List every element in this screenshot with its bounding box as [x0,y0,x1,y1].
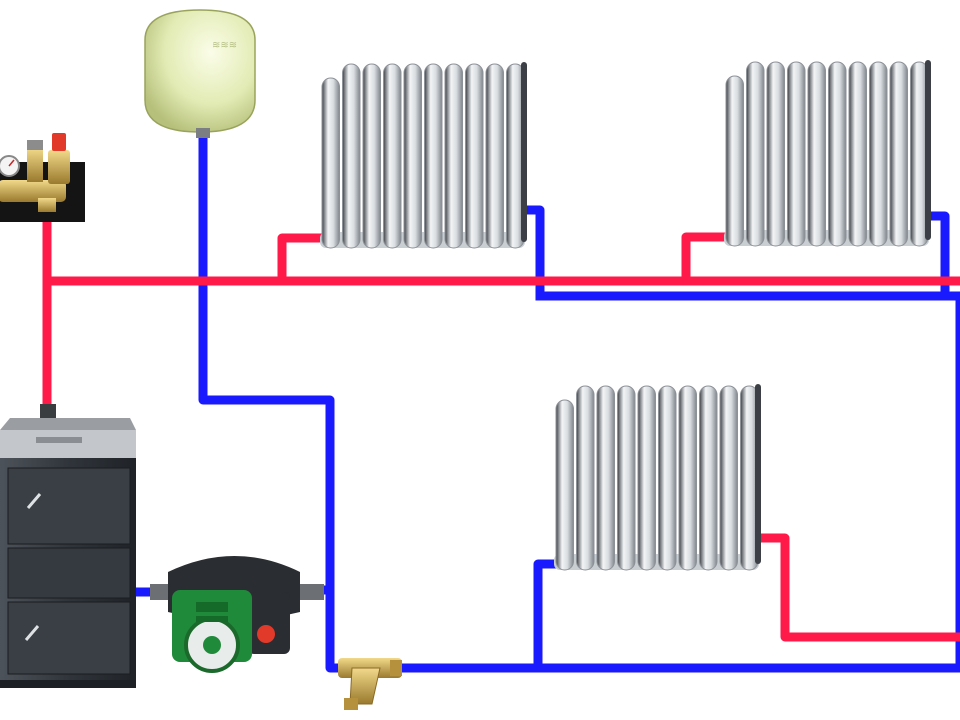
radiator-icon [321,77,340,249]
radiator-section [596,385,615,571]
pump-red-button [257,625,275,643]
radiator-end-cap [925,60,931,240]
return-pipe-radiator-2 [923,211,950,301]
radiator-section [342,63,361,249]
return-pipe-radiator-3 [533,559,563,673]
radiator-section [807,61,826,247]
radiator-3 [554,384,761,571]
radiator-section [828,61,847,247]
radiator-section [787,61,806,247]
strainer-filter [338,658,402,710]
return-pipe-tank-to-pump [198,125,335,595]
radiator-1 [320,62,527,249]
radiator-section [699,385,718,571]
pump-terminal-box [248,592,290,654]
radiator-section [869,61,888,247]
radiator-section [719,385,738,571]
filter-icon [349,667,381,705]
radiator-2 [724,60,931,247]
expansion-tank: ≋≋≋ [144,9,256,138]
radiator-section [848,61,867,247]
svg-text:≋≋≋: ≋≋≋ [212,40,237,51]
supply-pipe-radiator-2-inlet [681,232,735,286]
radiator-section [424,63,443,249]
radiator-section [403,63,422,249]
boiler-door-handle-lower [24,625,40,641]
safety-group [0,133,85,222]
boiler [0,404,136,688]
radiator-section [383,63,402,249]
radiator-section [576,385,595,571]
radiator-section [746,61,765,247]
return-pipe-pump-bypass [325,585,960,673]
boiler-flue [40,404,56,418]
radiator-icon [725,75,744,247]
boiler-control-panel [0,430,136,458]
radiator-section [678,385,697,571]
radiator-end-cap [521,62,527,242]
radiator-section [617,385,636,571]
radiator-section [444,63,463,249]
radiator-section [637,385,656,571]
circulation-pump [150,556,324,673]
radiator-end-cap [755,384,761,564]
boiler-door-middle [7,547,131,599]
tank-icon [144,9,256,133]
boiler-door-upper [7,467,131,545]
supply-pipe-radiator-1-inlet [277,233,331,286]
supply-pipe-radiator-3-outlet [753,533,960,642]
radiator-section [658,385,677,571]
radiator-section [465,63,484,249]
air-vent-cap [52,133,66,151]
radiator-section [485,63,504,249]
boiler-door-handle-upper [26,493,42,509]
radiator-icon [555,399,574,571]
supply-pipe-network [42,215,960,642]
radiator-section [766,61,785,247]
radiator-section [889,61,908,247]
return-pipe-network [131,125,960,673]
boiler-top-panel [0,418,136,430]
radiator-section [362,63,381,249]
